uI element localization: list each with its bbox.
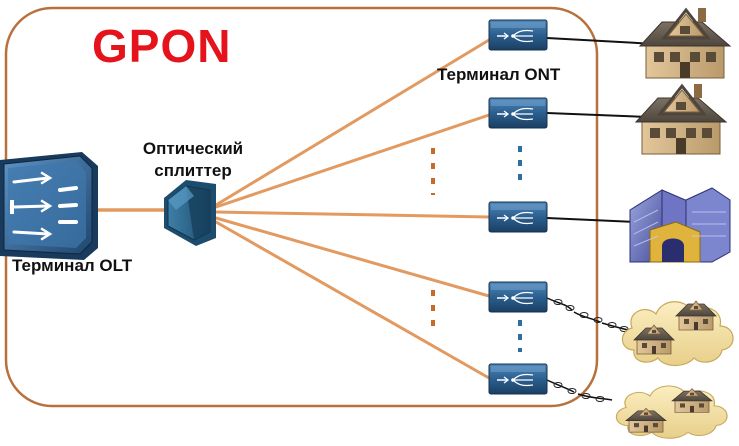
olt-terminal-icon	[0, 152, 98, 260]
ont-terminal-label: Терминал ONT	[437, 65, 561, 84]
residential-cloud-icon	[621, 300, 734, 367]
house-icon	[634, 82, 728, 156]
diagram-title: GPON	[92, 20, 232, 72]
splitter-label-line2: сплиттер	[154, 161, 232, 180]
optical-splitter-icon	[164, 180, 216, 246]
residential-cloud-icon	[615, 385, 728, 439]
optical-splitter-label: Оптический сплиттер	[128, 138, 258, 182]
coax-links	[546, 297, 629, 402]
house-icon	[638, 6, 732, 80]
olt-terminal-label: Терминал OLT	[12, 256, 133, 275]
subscriber-links	[546, 37, 657, 223]
fiber-links	[214, 38, 491, 380]
splitter-label-line1: Оптический	[142, 139, 244, 158]
office-building-icon	[629, 187, 731, 263]
